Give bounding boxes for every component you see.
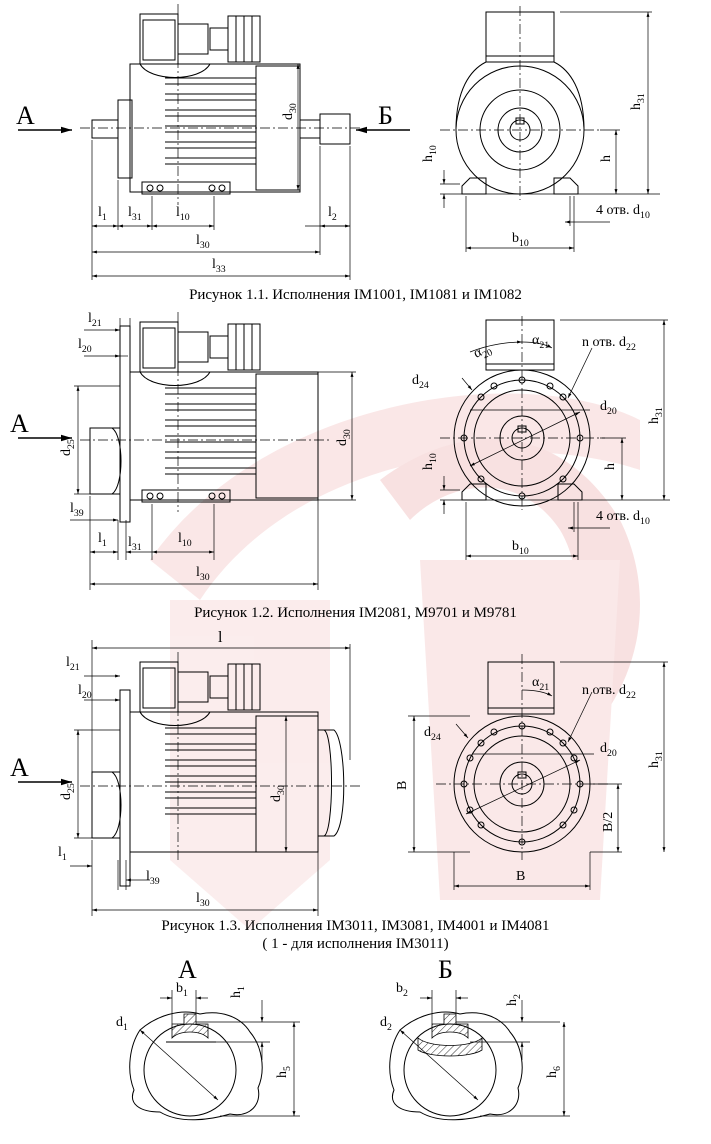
figure2-caption: Рисунок 1.2. Исполнения IM2081, М9701 и … (194, 605, 517, 621)
f3-B: В (395, 781, 410, 790)
f1-h10: h10 (421, 145, 439, 162)
figure1-caption: Рисунок 1.1. Исполнения IM1001, IM1081 и… (189, 287, 522, 303)
sec-d2: d2 (380, 1015, 392, 1033)
f1-holes: 4 отв. d10 (596, 203, 650, 221)
f2-l21: l21 (88, 311, 102, 329)
f3-B2: В/2 (601, 812, 616, 832)
figure2-front-view (440, 316, 670, 560)
f2-d24: d24 (412, 373, 429, 391)
sec-h2: h2 (505, 994, 523, 1006)
f2-d20: d20 (600, 399, 617, 417)
f1-view-b: Б (378, 101, 393, 130)
f2-l1: l1 (98, 531, 107, 549)
f1-d30: d30 (281, 103, 299, 120)
f1-l30: l30 (196, 233, 210, 251)
f3-view-a: А (10, 753, 29, 782)
f3-d30: d30 (269, 785, 287, 802)
figure3-front-view (408, 654, 668, 890)
section-a (129, 990, 300, 1121)
f3-h31: h31 (647, 751, 665, 768)
f1-l33: l33 (212, 257, 226, 275)
f2-d30: d30 (335, 429, 353, 446)
figure3-caption: Рисунок 1.3. Исполнения IM3011, IM3081, … (161, 918, 550, 934)
f2-alpha20: α20 (471, 341, 494, 365)
f3-l20: l20 (78, 683, 92, 701)
f2-l30: l30 (196, 565, 210, 583)
f2-l10: l10 (178, 531, 192, 549)
f2-d25: d25 (59, 439, 77, 456)
f3-d24: d24 (424, 725, 441, 743)
sec-h6: h6 (545, 1066, 563, 1078)
sec-b1: b1 (176, 981, 188, 999)
f3-l: l (218, 629, 223, 646)
sec-d1: d1 (116, 1015, 128, 1033)
f3-l30: l30 (196, 891, 210, 909)
f2-h: h (603, 463, 618, 470)
sec-h1: h1 (229, 986, 247, 998)
f2-nholes: n отв. d22 (582, 335, 636, 353)
f3-nholes: n отв. d22 (582, 683, 636, 701)
f2-h31: h31 (647, 407, 665, 424)
figure3-caption-note: ( 1 - для исполнения IM3011) (262, 936, 449, 952)
figure1-side-view (18, 4, 410, 280)
f3-l21: l21 (66, 655, 80, 673)
f3-d20: d20 (600, 741, 617, 759)
f2-b10: b10 (512, 539, 529, 557)
f1-view-a: А (16, 101, 35, 130)
f2-l31: l31 (128, 535, 142, 553)
f3-l39: l39 (146, 869, 160, 887)
sec-a-title: А (178, 955, 197, 984)
f1-h: h (599, 155, 614, 162)
f1-b10: b10 (512, 231, 529, 249)
f2-l20: l20 (78, 337, 92, 355)
figure1-front-view (440, 6, 660, 252)
f1-l31: l31 (128, 205, 142, 223)
f1-h31: h31 (629, 93, 647, 110)
f3-Bh: В (516, 869, 525, 884)
f2-alpha21: α21 (532, 333, 549, 351)
f2-l39: l39 (70, 501, 84, 519)
f2-view-a: А (10, 409, 29, 438)
f1-l2: l2 (328, 205, 337, 223)
f3-d25: d25 (59, 783, 77, 800)
figure3-side-view (18, 640, 360, 916)
f2-holes: 4 отв. d10 (596, 509, 650, 527)
f3-alpha21: α21 (532, 675, 549, 693)
sec-b2: b2 (396, 981, 408, 999)
f2-h10: h10 (421, 453, 439, 470)
figure2-side-view (18, 312, 356, 590)
sec-b-title: Б (438, 955, 453, 984)
section-b (389, 990, 570, 1121)
f1-l1: l1 (98, 205, 107, 223)
sec-h5: h5 (275, 1066, 293, 1078)
f1-l10: l10 (176, 205, 190, 223)
f3-l1: l1 (58, 845, 67, 863)
